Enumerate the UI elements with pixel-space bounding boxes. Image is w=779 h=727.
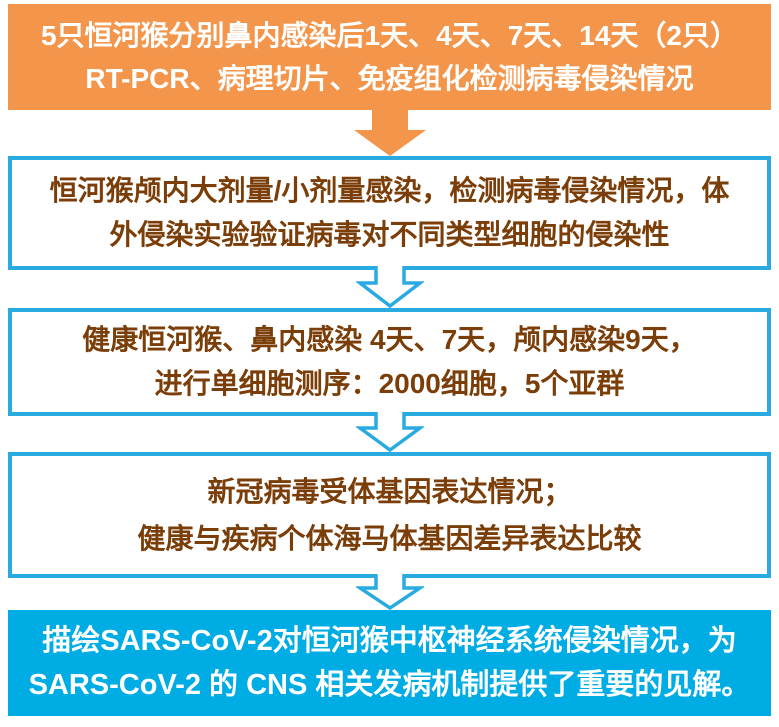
flow-step-1: 5只恒河猴分别鼻内感染后1天、4天、7天、14天（2只） RT-PCR、病理切片…	[8, 4, 771, 110]
flow-step-4: 新冠病毒受体基因表达情况； 健康与疾病个体海马体基因差异表达比较	[8, 452, 771, 578]
down-arrow-outline-icon	[355, 574, 424, 610]
down-arrow-outline-icon	[355, 266, 424, 308]
flow-step-3-line-2: 进行单细胞测序：2000细胞，5个亚群	[154, 368, 625, 399]
flow-step-1-line-1: 5只恒河猴分别鼻内感染后1天、4天、7天、14天（2只）	[40, 20, 738, 51]
down-arrow-solid-icon	[353, 110, 426, 156]
flow-step-2: 恒河猴颅内大剂量/小剂量感染，检测病毒侵染情况，体 外侵染实验验证病毒对不同类型…	[8, 156, 771, 270]
flow-step-4-line-2: 健康与疾病个体海马体基因差异表达比较	[137, 523, 642, 554]
flow-step-2-line-1: 恒河猴颅内大剂量/小剂量感染，检测病毒侵染情况，体	[49, 175, 730, 206]
flow-step-5: 描绘SARS-CoV-2对恒河猴中枢神经系统侵染情况，为 SARS-CoV-2 …	[8, 610, 771, 716]
flow-step-5-line-1: 描绘SARS-CoV-2对恒河猴中枢神经系统侵染情况，为	[42, 625, 737, 657]
flow-step-3: 健康恒河猴、鼻内感染 4天、7天，颅内感染9天， 进行单细胞测序：2000细胞，…	[8, 308, 771, 416]
flow-step-5-line-2: SARS-CoV-2 的 CNS 相关发病机制提供了重要的见解。	[28, 669, 751, 701]
flow-step-1-line-2: RT-PCR、病理切片、免疫组化检测病毒侵染情况	[85, 63, 694, 94]
flow-step-4-line-1: 新冠病毒受体基因表达情况；	[207, 476, 572, 507]
flow-step-3-line-1: 健康恒河猴、鼻内感染 4天、7天，颅内感染9天，	[82, 324, 697, 355]
down-arrow-outline-icon	[355, 412, 424, 452]
flow-step-2-line-2: 外侵染实验验证病毒对不同类型细胞的侵染性	[109, 219, 670, 250]
